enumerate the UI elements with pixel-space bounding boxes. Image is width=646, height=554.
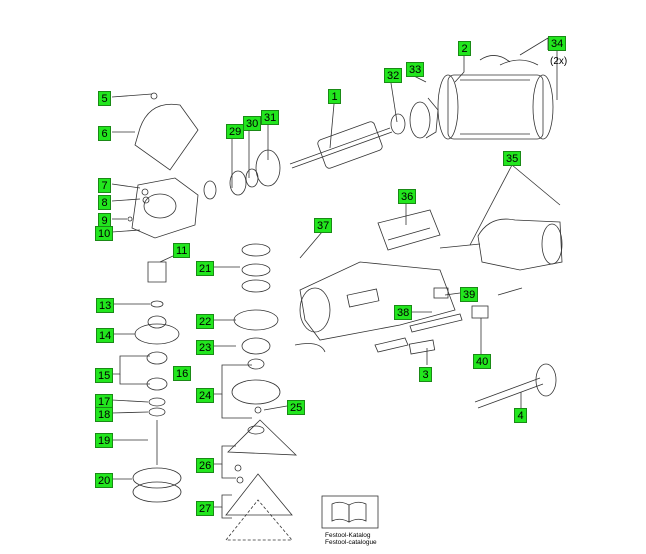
callout-38: 38 [394, 305, 413, 320]
callout-31: 31 [261, 110, 280, 125]
callout-30: 30 [243, 116, 262, 131]
callout-2: 2 [458, 41, 471, 56]
callout-39: 39 [460, 287, 479, 302]
callout-11: 11 [173, 243, 191, 258]
callout-1: 1 [328, 89, 341, 104]
callout-18: 18 [95, 407, 114, 422]
quantity-note: (2x) [550, 56, 568, 67]
callout-7: 7 [98, 178, 111, 193]
callout-35: 35 [503, 151, 522, 166]
catalog-label-line2: Festool-catalogue [325, 539, 377, 546]
callout-15: 15 [95, 368, 114, 383]
callout-26: 26 [196, 458, 215, 473]
callout-29: 29 [226, 124, 245, 139]
callout-21: 21 [196, 261, 215, 276]
callout-22: 22 [196, 314, 215, 329]
callout-25: 25 [287, 400, 306, 415]
callout-13: 13 [96, 298, 115, 313]
callout-33: 33 [406, 62, 425, 77]
callout-16: 16 [173, 366, 192, 381]
callout-3: 3 [419, 367, 432, 382]
callout-4: 4 [514, 408, 527, 423]
callout-14: 14 [96, 328, 115, 343]
callout-6: 6 [98, 126, 111, 141]
callout-23: 23 [196, 340, 215, 355]
callout-19: 19 [95, 433, 114, 448]
callout-24: 24 [196, 388, 215, 403]
callout-37: 37 [314, 218, 333, 233]
callout-27: 27 [196, 501, 215, 516]
callout-40: 40 [473, 354, 492, 369]
catalog-label-line1: Festool-Katalog [325, 532, 371, 539]
callout-5: 5 [98, 91, 111, 106]
catalog-label: Festool-Katalog Festool-catalogue [325, 532, 377, 546]
callout-32: 32 [384, 68, 403, 83]
callout-10: 10 [95, 226, 114, 241]
callout-8: 8 [98, 195, 111, 210]
callout-36: 36 [398, 189, 417, 204]
callout-34: 34 [548, 36, 567, 51]
callout-20: 20 [95, 473, 114, 488]
